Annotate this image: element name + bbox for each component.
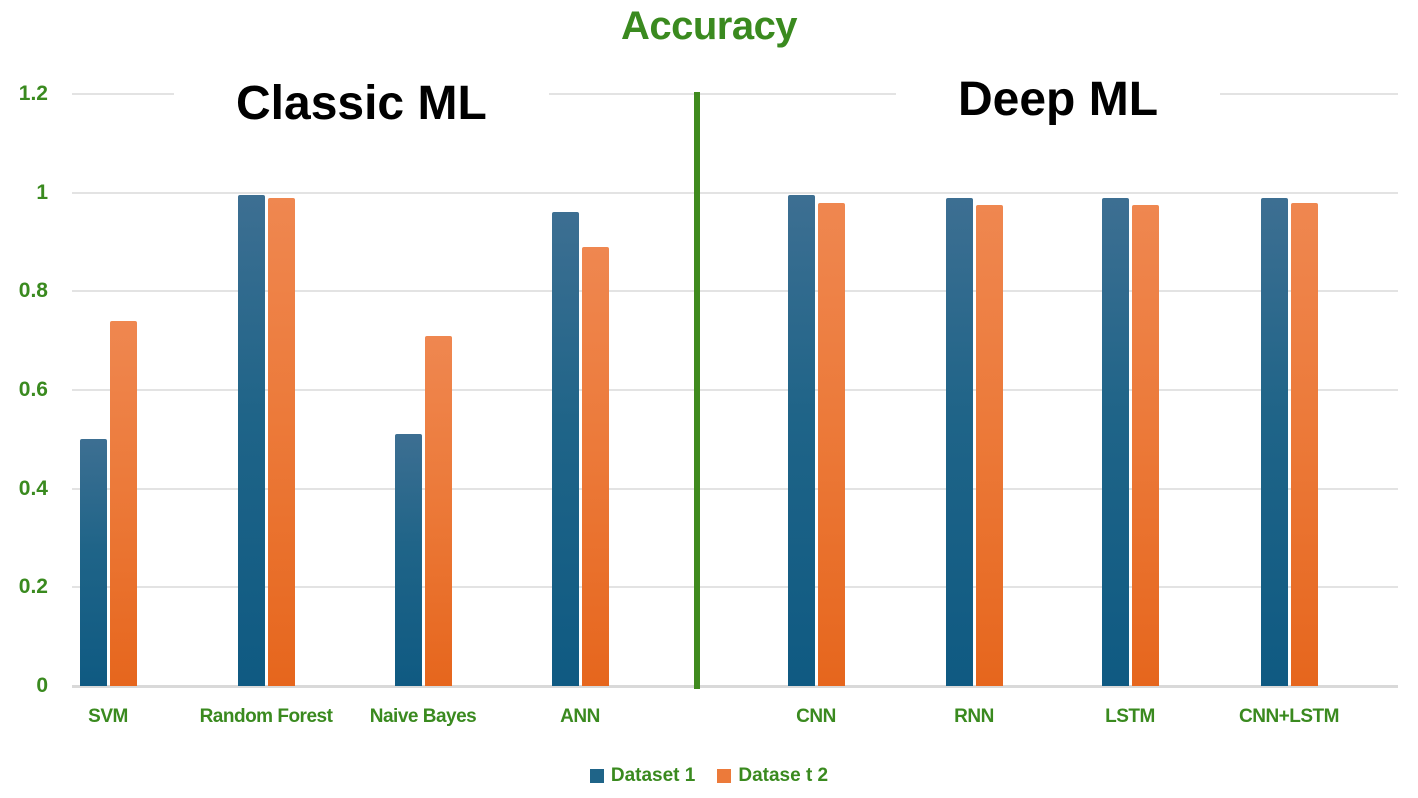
bar-svm-dataset-2[interactable] — [110, 320, 137, 686]
x-tick-label: RNN — [954, 706, 994, 727]
y-tick-label: 0.4 — [18, 476, 48, 500]
y-tick-label: 0.8 — [18, 279, 48, 303]
legend-label: Dataset 1 — [610, 765, 696, 786]
bar-cnn-dataset-2[interactable] — [818, 202, 845, 686]
bar-ann-dataset-1[interactable] — [552, 212, 579, 686]
gridline — [72, 191, 1398, 194]
bar-cnn-lstm-dataset-2[interactable] — [1291, 202, 1318, 686]
bar-naive-bayes-dataset-1[interactable] — [395, 434, 422, 686]
classic-ml-label: Classic ML — [174, 80, 549, 128]
y-tick-label: 0 — [36, 674, 48, 697]
y-tick-label: 0.2 — [18, 575, 48, 599]
x-tick-label: Naive Bayes — [369, 706, 477, 727]
bar-cnn-dataset-1[interactable] — [788, 195, 815, 686]
bar-svm-dataset-1[interactable] — [80, 439, 107, 686]
bar-lstm-dataset-1[interactable] — [1102, 197, 1129, 686]
section-divider — [694, 92, 700, 689]
bar-rnn-dataset-1[interactable] — [946, 197, 973, 686]
x-tick-label: SVM — [88, 706, 128, 727]
gridline — [72, 586, 1398, 589]
bar-cnn-lstm-dataset-1[interactable] — [1261, 197, 1288, 686]
x-tick-label: LSTM — [1105, 706, 1155, 727]
bar-random-forest-dataset-2[interactable] — [268, 197, 295, 686]
legend-swatch-dataset-1 — [589, 769, 604, 783]
legend-swatch-dataset-2 — [717, 769, 732, 783]
bar-lstm-dataset-2[interactable] — [1132, 205, 1159, 686]
gridline — [72, 290, 1398, 293]
bar-random-forest-dataset-1[interactable] — [238, 195, 265, 686]
legend: Dataset 1 Datase t 2 — [0, 765, 1418, 787]
gridline — [72, 93, 1398, 95]
chart-title: Accuracy — [620, 4, 798, 48]
legend-item-dataset-2[interactable]: Datase t 2 — [717, 765, 828, 787]
y-tick-label: 0.6 — [18, 378, 48, 401]
legend-label: Datase t 2 — [738, 765, 829, 786]
bar-rnn-dataset-2[interactable] — [976, 205, 1003, 686]
bar-naive-bayes-dataset-2[interactable] — [425, 335, 452, 686]
x-tick-label: CNN — [796, 706, 836, 727]
x-tick-label: Random Forest — [199, 706, 333, 727]
legend-item-dataset-1[interactable]: Dataset 1 — [589, 765, 696, 787]
gridline — [72, 487, 1398, 490]
deep-ml-label: Deep ML — [896, 76, 1221, 124]
y-tick-label: 1 — [36, 180, 48, 204]
x-tick-label: CNN+LSTM — [1239, 706, 1339, 727]
gridline — [72, 685, 1398, 688]
gridline — [72, 389, 1398, 391]
y-tick-label: 1.2 — [18, 82, 48, 105]
x-tick-label: ANN — [560, 706, 600, 727]
bar-ann-dataset-2[interactable] — [582, 246, 609, 686]
